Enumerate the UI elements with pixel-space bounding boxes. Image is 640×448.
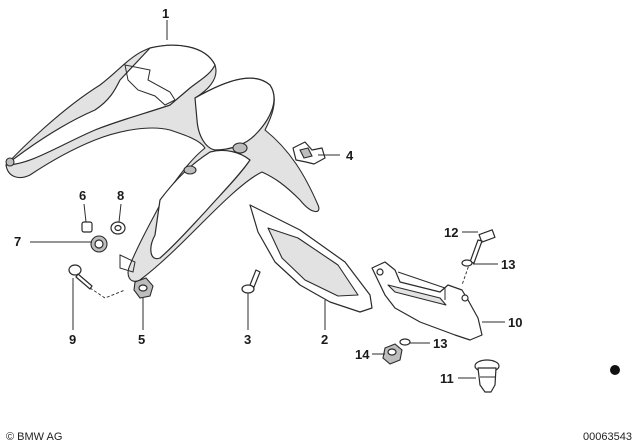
callout-10: 10: [508, 315, 522, 330]
callout-11: 11: [440, 371, 454, 386]
part-screw-12: [461, 229, 496, 286]
part-nut-5: [133, 277, 154, 299]
part-washer-upper: [461, 259, 473, 267]
part-washer-lower: [399, 338, 411, 346]
callout-6: 6: [79, 188, 86, 203]
callout-12: 12: [444, 225, 458, 240]
diagram-dot: [610, 365, 620, 375]
part-screw-9: [68, 264, 126, 299]
leader-lines: [30, 20, 505, 379]
document-number: 00063543: [583, 431, 632, 443]
part-rear-fender: [5, 44, 320, 282]
callout-2: 2: [321, 332, 328, 347]
part-grommet-11: [474, 359, 500, 393]
callout-1: 1: [162, 6, 169, 21]
callout-5: 5: [138, 332, 145, 347]
part-nut-6: [81, 221, 93, 233]
callout-13-lower: 13: [433, 336, 447, 351]
copyright-label: © BMW AG: [6, 431, 63, 443]
part-clip: [292, 141, 326, 165]
part-nut-14: [382, 343, 403, 365]
callout-9: 9: [69, 332, 76, 347]
callout-7: 7: [14, 234, 21, 249]
callout-labels: 1 2 3 4 5 6 7 8 9 10 11 12 13 13 14: [14, 6, 522, 386]
callout-3: 3: [244, 332, 251, 347]
part-bush-7: [90, 235, 108, 253]
part-bracket: [371, 261, 483, 341]
callout-13-upper: 13: [501, 257, 515, 272]
part-washer-8: [110, 221, 126, 235]
part-screw-3: [241, 269, 261, 294]
callout-4: 4: [346, 148, 354, 163]
callout-14: 14: [355, 347, 370, 362]
callout-8: 8: [117, 188, 124, 203]
part-inner-panel: [249, 204, 373, 313]
